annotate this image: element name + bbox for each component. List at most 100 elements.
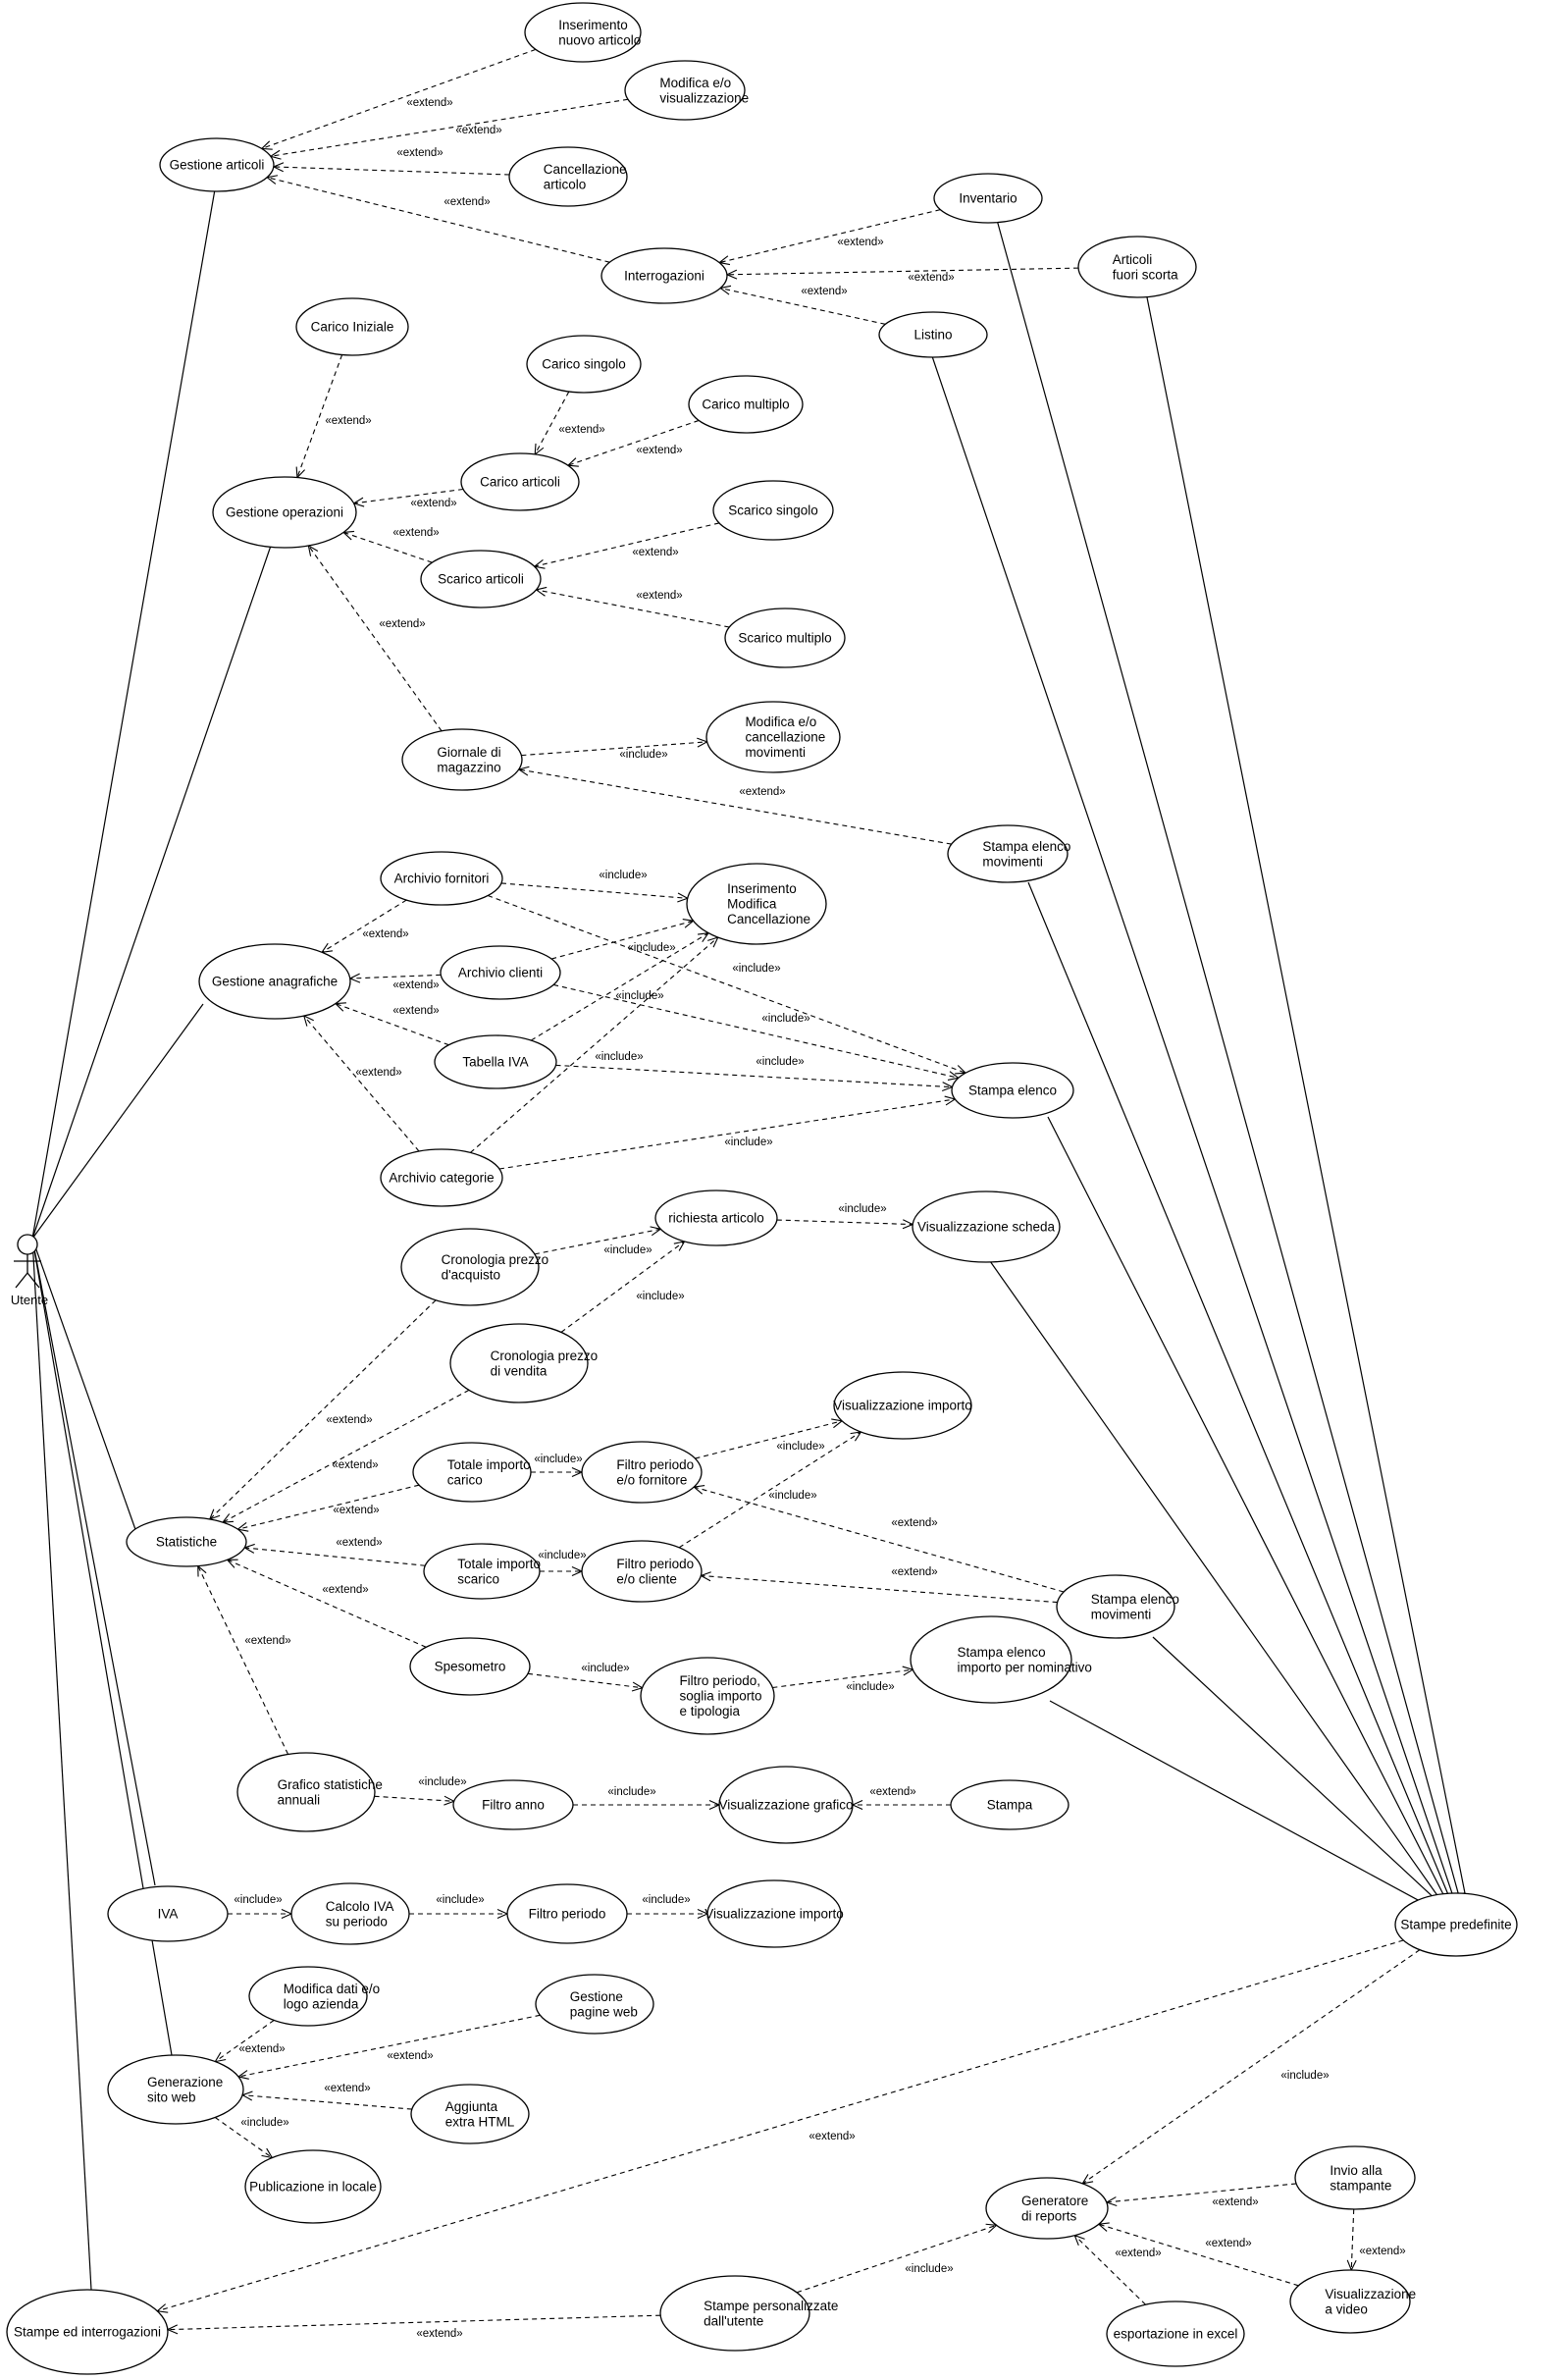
use-case-filtro-periodo[interactable]: Filtro periodo: [506, 1883, 628, 1944]
use-case-ellipse: [248, 1966, 368, 2027]
include-label: «include»: [599, 870, 647, 881]
extend-carico-iniziale-to-gestione-operazioni: «extend»: [295, 354, 372, 479]
use-case-carico-articoli[interactable]: Carico articoli: [460, 452, 580, 511]
extend-label: «extend»: [908, 272, 954, 284]
include-filtro-periodo-soglia-to-stampa-elenco-importo-nominativo: «include»: [772, 1666, 914, 1693]
use-case-scarico-multiplo[interactable]: Scarico multiplo: [724, 608, 846, 668]
use-case-tabella-iva[interactable]: Tabella IVA: [434, 1034, 557, 1089]
use-case-stampa-elenco[interactable]: Stampa elenco: [951, 1062, 1074, 1119]
use-case-scarico-singolo[interactable]: Scarico singolo: [712, 480, 834, 541]
use-case-inventario[interactable]: Inventario: [933, 173, 1043, 224]
use-case-esportazione-excel[interactable]: esportazione in excel: [1106, 2301, 1245, 2367]
use-case-carico-singolo[interactable]: Carico singolo: [526, 335, 642, 394]
association-utente-gestione-anagrafiche: [31, 1003, 204, 1240]
use-case-spesometro[interactable]: Spesometro: [409, 1637, 531, 1696]
extend-label: «extend»: [244, 1635, 290, 1647]
include-line: [555, 1064, 953, 1088]
use-case-ellipse: [686, 863, 827, 945]
use-case-carico-multiplo[interactable]: Carico multiplo: [688, 375, 804, 434]
extend-label: «extend»: [636, 445, 682, 456]
use-case-stampe-ed-interrogazioni[interactable]: Stampe ed interrogazioni: [6, 2289, 169, 2375]
use-case-archivio-clienti[interactable]: Archivio clienti: [440, 945, 561, 1000]
use-case-label: Cronologia prezzo: [491, 1349, 599, 1363]
use-case-ellipse: [212, 476, 357, 549]
use-case-visualizzazione-importo-1[interactable]: Visualizzazione importo: [833, 1371, 972, 1440]
use-case-gestione-operazioni[interactable]: Gestione operazioni: [212, 476, 357, 549]
use-case-label: cancellazione: [745, 730, 825, 745]
use-case-archivio-fornitori[interactable]: Archivio fornitori: [380, 851, 503, 906]
use-case-ellipse: [912, 1190, 1061, 1263]
use-case-visualizzazione-scheda[interactable]: Visualizzazione scheda: [912, 1190, 1061, 1263]
use-case-scarico-articoli[interactable]: Scarico articoli: [420, 550, 542, 608]
use-case-ellipse: [460, 452, 580, 511]
extend-arrowhead: [214, 2051, 227, 2063]
include-arrowhead: [261, 2147, 274, 2159]
use-case-interrogazioni[interactable]: Interrogazioni: [600, 247, 728, 304]
use-case-listino[interactable]: Listino: [878, 311, 988, 358]
extend-label: «extend»: [325, 415, 371, 427]
use-case-ellipse: [1394, 1892, 1518, 1957]
extend-label: «extend»: [355, 1067, 401, 1079]
use-case-label: Stampe personalizzate: [704, 2299, 838, 2313]
extend-line: [701, 1574, 1058, 1604]
use-case-archivio-categorie[interactable]: Archivio categorie: [380, 1148, 503, 1207]
use-case-label: Filtro periodo,: [679, 1673, 760, 1688]
extend-label: «extend»: [238, 2043, 285, 2055]
use-case-gestione-articoli[interactable]: Gestione articoli: [159, 137, 275, 192]
association-utente-stampe-ed-interrogazioni: [31, 1238, 92, 2291]
extend-label: «extend»: [739, 786, 785, 798]
extend-label: «extend»: [336, 1537, 382, 1549]
use-case-richiesta-articolo[interactable]: richiesta articolo: [654, 1190, 778, 1246]
extend-line: [273, 166, 510, 176]
use-case-publicazione-locale[interactable]: Publicazione in locale: [244, 2149, 382, 2224]
use-case-visualizzazione-grafico[interactable]: Visualizzazione grafico: [718, 1766, 854, 1844]
use-case-label: Stampa elenco: [968, 1084, 1057, 1098]
use-case-gestione-anagrafiche[interactable]: Gestione anagrafiche: [198, 943, 351, 1020]
use-case-label: Gestione anagrafiche: [212, 975, 338, 989]
extend-articoli-fuori-scorta-to-interrogazioni: «extend»: [725, 267, 1079, 284]
use-case-statistiche[interactable]: Statistiche: [126, 1516, 247, 1567]
use-case-stampe-predefinite[interactable]: Stampe predefinite: [1394, 1892, 1518, 1957]
extend-line: [726, 267, 1079, 276]
use-case-carico-iniziale[interactable]: Carico Iniziale: [295, 297, 409, 356]
use-case-label: Invio alla: [1330, 2163, 1382, 2178]
use-case-label: Archivio clienti: [458, 966, 543, 980]
use-case-stampa[interactable]: Stampa: [950, 1779, 1069, 1830]
extend-label: «extend»: [1115, 2248, 1161, 2259]
extend-label: «extend»: [379, 618, 425, 630]
use-case-iva[interactable]: IVA: [107, 1885, 229, 1942]
use-case-label: Carico Iniziale: [311, 320, 394, 335]
use-case-ellipse: [423, 1543, 541, 1600]
include-archivio-fornitori-to-inserimento-modifica-cancellazione: «include»: [500, 870, 690, 903]
use-case-visualizzazione-importo-2[interactable]: Visualizzazione importo: [704, 1879, 844, 1948]
use-case-filtro-anno[interactable]: Filtro anno: [452, 1779, 574, 1830]
